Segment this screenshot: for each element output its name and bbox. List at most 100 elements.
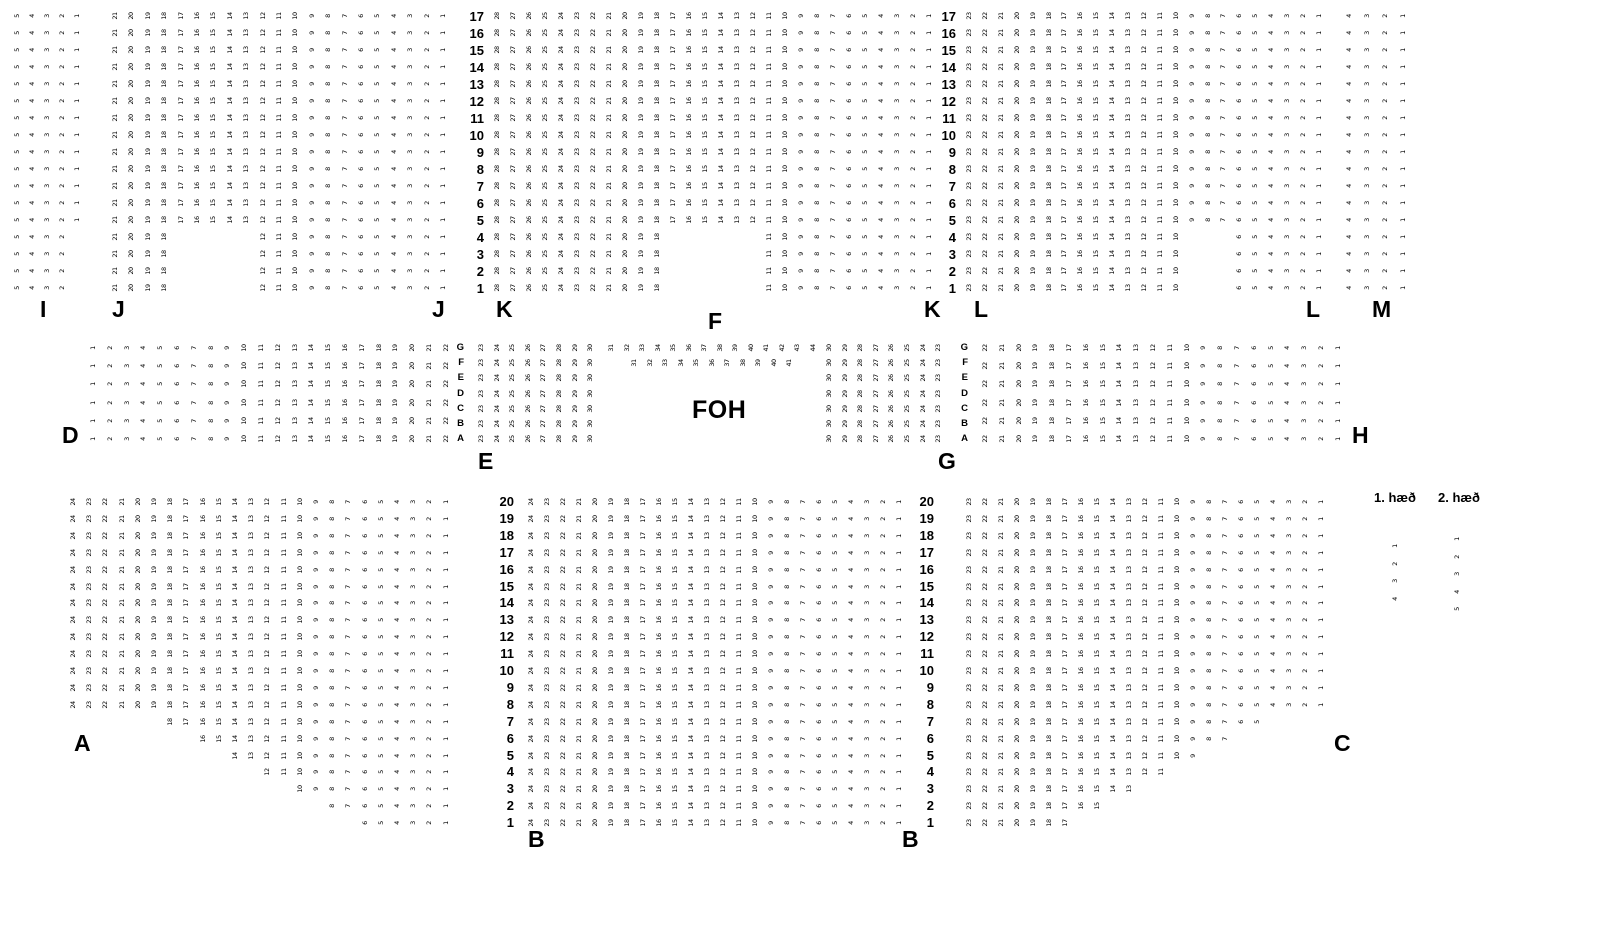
seat-C-r1-n1: 1: [1317, 500, 1325, 504]
seat-F-r1-n35: 35: [669, 344, 677, 352]
seat-K-r2-n22: 22: [589, 29, 597, 37]
seat-A-r4-n12: 12: [263, 549, 272, 557]
seat-L-r1-n22: 22: [980, 12, 989, 20]
seat-H-r6-n12: 12: [1149, 435, 1157, 443]
seat-J-r17-n1: 1: [439, 286, 447, 290]
seat-G-r3-n23: 23: [934, 374, 943, 383]
seat-K-r16-n10: 10: [781, 267, 789, 275]
seat-L-r11-n21: 21: [996, 182, 1005, 190]
seat-C-r16-n12: 12: [1141, 751, 1149, 760]
section-label-C: C: [1334, 730, 1351, 756]
row-index-b-left-rows-9: 9: [506, 679, 514, 695]
seat-A-r5-n10: 10: [295, 565, 304, 574]
seat-G-r3-n28: 28: [856, 374, 865, 383]
seat-A-r8-n24: 24: [69, 616, 77, 624]
seat-B-r15-n14: 14: [687, 734, 695, 743]
seat-D-r4-n13: 13: [290, 398, 299, 407]
seat-G-r4-n25: 25: [903, 389, 911, 398]
seat-B-r7-n22: 22: [559, 599, 567, 608]
seat-A-r5-n2: 2: [425, 567, 434, 572]
seat-A-r4-n6: 6: [360, 550, 369, 555]
seat-B-r1-n3: 3: [863, 500, 871, 504]
seat-K-r8-n27: 27: [509, 131, 517, 139]
seat-K-r11-n27: 27: [509, 182, 517, 190]
seat-A-r5-n23: 23: [85, 565, 94, 574]
seat-K-r3-n26: 26: [525, 46, 533, 54]
seat-K-r9-n11: 11: [765, 148, 773, 156]
seat-A-r16-n14: 14: [231, 751, 239, 760]
seat-L-r6-n14: 14: [1108, 97, 1117, 105]
seat-K-r15-n3: 3: [893, 252, 901, 256]
seat-H-r6-n16: 16: [1081, 435, 1090, 443]
seat-L-r4-n21: 21: [996, 63, 1005, 71]
seat-B-r3-n6: 6: [815, 533, 823, 538]
seat-M-r17-n1: 1: [1399, 286, 1407, 290]
seat-L-r3-n11: 11: [1155, 46, 1164, 54]
seat-K-r14-n9: 9: [797, 235, 805, 239]
seat-L-r3-n9: 9: [1187, 48, 1196, 52]
seat-A-r5-n6: 6: [360, 567, 369, 572]
seat-A-r2-n19: 19: [150, 515, 158, 523]
seat-C-r11-n14: 14: [1109, 667, 1117, 675]
seat-J-r8-n18: 18: [160, 131, 169, 139]
seat-J-r8-n9: 9: [307, 133, 316, 137]
seat-K-r16-n5: 5: [861, 269, 869, 273]
seat-C-r9-n1: 1: [1317, 635, 1325, 640]
seat-L-r1-n8: 8: [1203, 14, 1212, 18]
seat-L-r10-n18: 18: [1044, 165, 1053, 173]
seat-D-r5-n13: 13: [290, 417, 299, 425]
seat-J-r15-n3: 3: [406, 252, 415, 256]
seat-B-r17-n9: 9: [767, 770, 775, 775]
seat-D-r4-n18: 18: [374, 398, 383, 407]
seat-L-r16-n1: 1: [1314, 269, 1323, 273]
seat-C-r7-n7: 7: [1221, 601, 1229, 606]
seat-L-r12-n7: 7: [1219, 201, 1228, 205]
seat-L-r15-n16: 16: [1076, 250, 1085, 258]
seat-H-r4-n6: 6: [1249, 400, 1258, 405]
seat-A-r4-n24: 24: [69, 549, 77, 557]
seat-C-r2-n10: 10: [1173, 515, 1181, 523]
seat-L-r13-n17: 17: [1060, 216, 1069, 224]
seat-B-r6-n23: 23: [543, 582, 551, 591]
seat-K-r16-n7: 7: [829, 269, 837, 273]
row-index-k-rows-10: 10: [469, 128, 484, 143]
seat-B-r10-n8: 8: [783, 652, 791, 656]
seat-C-r6-n18: 18: [1045, 582, 1053, 591]
seat-L-r16-n23: 23: [965, 267, 973, 275]
seat-C-r7-n21: 21: [997, 599, 1005, 608]
seat-K-r8-n9: 9: [797, 133, 805, 137]
seat-L-r5-n13: 13: [1124, 80, 1132, 88]
seat-L-r10-n10: 10: [1171, 165, 1180, 173]
seat-J-r6-n11: 11: [275, 97, 283, 105]
seat-B-r16-n20: 20: [591, 751, 599, 760]
seat-L-r15-n6: 6: [1235, 252, 1244, 256]
seat-A-r7-n23: 23: [85, 599, 94, 608]
seat-A-r2-n21: 21: [117, 515, 126, 523]
seat-K-r4-n19: 19: [637, 63, 645, 71]
seat-L-r3-n15: 15: [1092, 46, 1101, 54]
seat-J-r1-n20: 20: [127, 12, 136, 20]
seat-B-r18-n18: 18: [623, 785, 631, 793]
seat-B-r7-n9: 9: [767, 601, 775, 606]
seat-B-r19-n20: 20: [591, 802, 599, 810]
seat-K-r6-n23: 23: [573, 97, 581, 105]
seat-B-r10-n7: 7: [799, 652, 807, 656]
seat-J-r14-n8: 8: [324, 235, 333, 239]
seat-H-r1-n20: 20: [1014, 344, 1023, 352]
seat-K-r3-n22: 22: [589, 46, 597, 54]
seat-A-r4-n17: 17: [182, 549, 191, 557]
seat-H-r2-n20: 20: [1014, 362, 1023, 370]
seat-F-r2-n40: 40: [769, 359, 778, 367]
seat-L-r13-n16: 16: [1076, 216, 1085, 224]
seat-B-r17-n1: 1: [895, 770, 903, 775]
seat-H-r3-n9: 9: [1199, 382, 1208, 387]
seat-K-r8-n14: 14: [717, 131, 725, 139]
seat-C-r14-n5: 5: [1253, 719, 1261, 724]
seat-H-r5-n19: 19: [1031, 417, 1040, 425]
seat-C-r2-n18: 18: [1045, 515, 1053, 523]
seat-K-r10-n9: 9: [797, 167, 805, 171]
seat-M-r12-n4: 4: [1345, 201, 1353, 205]
seat-A-r6-n11: 11: [279, 582, 288, 591]
seat-A-r18-n2: 2: [425, 787, 434, 792]
seat-M-r9-n2: 2: [1381, 150, 1389, 154]
